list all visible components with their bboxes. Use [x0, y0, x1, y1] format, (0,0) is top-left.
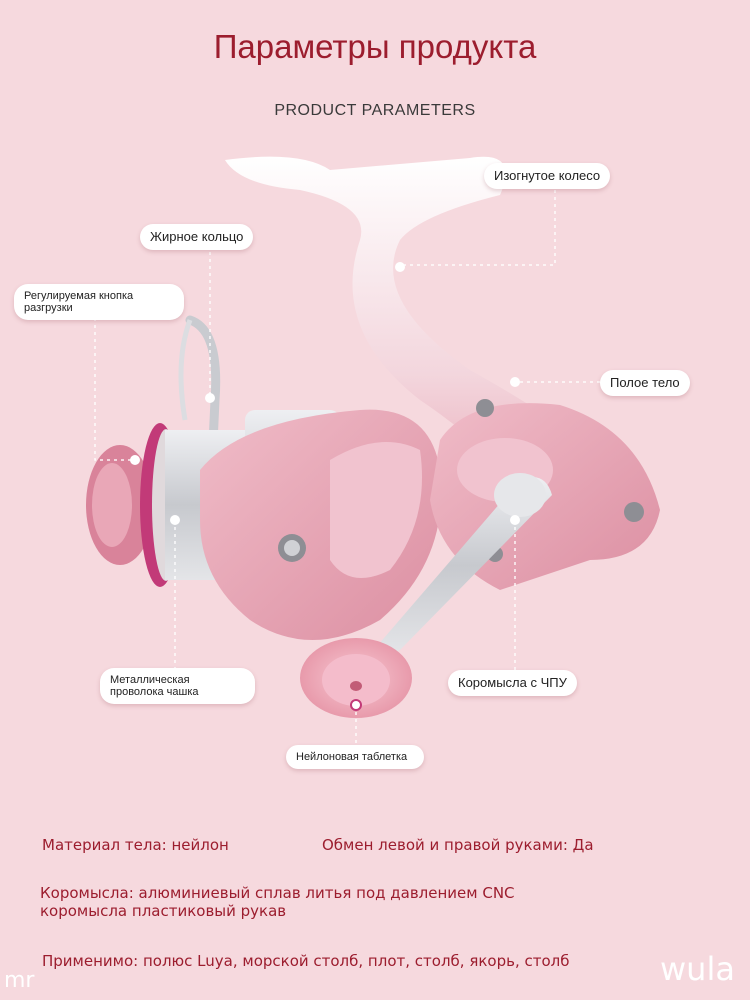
callout-curved-wheel: Изогнутое колесо — [484, 163, 611, 190]
callout-cnc-rocker: Коромысла с ЧПУ — [448, 670, 577, 697]
spec-hand-swap: Обмен левой и правой руками: Да — [322, 836, 594, 854]
callout-hollow-body: Полое тело — [600, 370, 690, 397]
spec-rocker-line2: коромысла пластиковый рукав — [40, 902, 287, 920]
spec-body-material: Материал тела: нейлон — [42, 836, 229, 854]
cnc-handle-arm — [378, 477, 552, 654]
spec-rocker-line1: Коромысла: алюминиевый сплав литья под д… — [40, 884, 515, 902]
callout-drag-knob: Регулируемая кнопка разгрузки — [14, 284, 184, 321]
callout-grease-ring: Жирное кольцо — [140, 224, 254, 251]
fishing-reel-illustration — [86, 156, 660, 750]
watermark-left: mr — [4, 968, 35, 993]
callout-wire-cup: Металлическая проволока чашка — [100, 668, 255, 705]
page-title: Параметры продукта — [213, 28, 537, 65]
page-subtitle: PRODUCT PARAMETERS — [274, 102, 476, 119]
watermark-right: wula — [660, 950, 735, 988]
spec-applicable: Применимо: полюс Luya, морской столб, пл… — [42, 952, 570, 970]
callout-nylon-tablet: Нейлоновая таблетка — [286, 745, 424, 770]
